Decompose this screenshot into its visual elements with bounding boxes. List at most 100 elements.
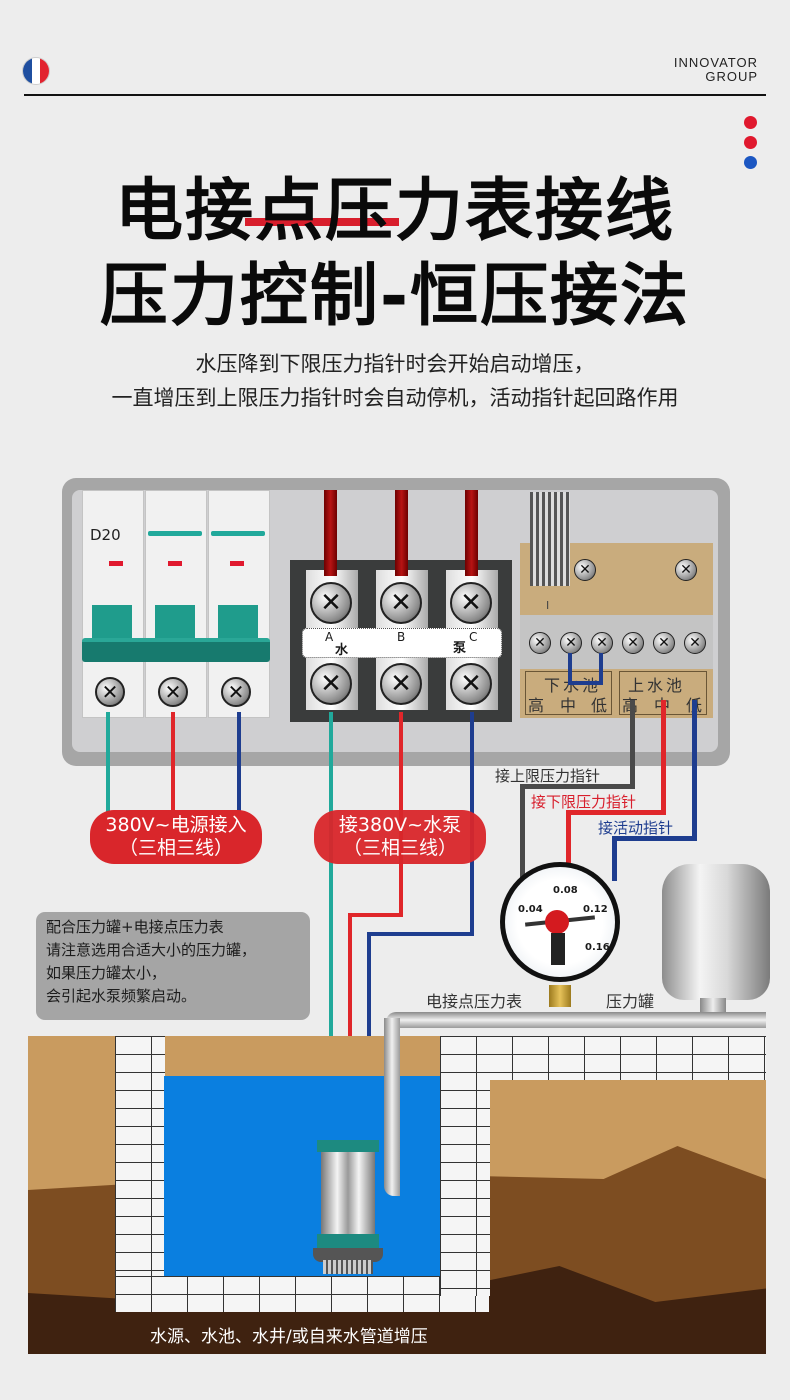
brand-line1: INNOVATOR: [673, 55, 758, 70]
red-dot-icon: [744, 116, 757, 129]
upper-pool-label: 上水池: [628, 676, 686, 695]
tank-label: 压力罐: [606, 992, 655, 1011]
terminal-label-c: C: [469, 630, 478, 644]
breaker-toggle[interactable]: [92, 605, 132, 640]
active-pointer-label: 接活动指针: [598, 819, 674, 837]
screw-icon: ✕: [158, 677, 188, 707]
title-accent-underline: [245, 218, 399, 226]
power-badge-line2: （三相三线）: [118, 837, 233, 859]
tank-fitting: [700, 998, 726, 1012]
wire-blue: [237, 712, 241, 812]
screw-icon: ✕: [591, 632, 613, 654]
pump-output-badge: 接380V~水泵 （三相三线）: [314, 810, 486, 864]
note-line: 配合压力罐+电接点压力表: [46, 918, 224, 936]
breaker-label-strip: [148, 531, 202, 536]
jumper-wire: [568, 681, 603, 685]
pump-wire-teal: [329, 712, 333, 1152]
subtitle-line2: 一直增压到上限压力指针时会自动停机，活动指针起回路作用: [111, 386, 679, 410]
screw-icon: ✕: [560, 632, 582, 654]
gauge-contact-plate: [551, 933, 565, 965]
note-line: 请注意选用合适大小的压力罐，: [46, 941, 257, 959]
jumper-wire: [568, 653, 572, 685]
gauge-tick: 0.12: [583, 904, 608, 915]
subtitle-line1: 水压降到下限压力指针时会开始启动增压，: [195, 352, 595, 376]
incoming-wire-b: [395, 490, 408, 576]
gauge-label: 电接点压力表: [426, 992, 523, 1011]
pump-body: [321, 1152, 375, 1234]
pressure-tank: [662, 864, 770, 1000]
screw-icon: ✕: [221, 677, 251, 707]
incoming-wire-a: [324, 490, 337, 576]
screw-icon: ✕: [574, 559, 596, 581]
jumper-wire: [599, 653, 603, 685]
pump-badge-line2: （三相三线）: [342, 837, 457, 859]
active-pointer-wire: [612, 836, 617, 881]
upper-limit-label: 接上限压力指针: [495, 767, 601, 785]
ribbon-cable: [530, 492, 570, 586]
lower-limit-wire: [661, 700, 666, 814]
brick-wall-top: [440, 1036, 766, 1080]
gauge-tick: 0.08: [553, 885, 578, 896]
screw-icon: ✕: [622, 632, 644, 654]
submersible-pump: [313, 1140, 383, 1274]
pressure-gauge: 0.08 0.04 0.12 0.16: [500, 862, 620, 982]
breaker-handle-bar[interactable]: [82, 638, 270, 662]
terminal-sublabel-c: 泵: [453, 641, 467, 656]
brick-wall-left: [115, 1036, 165, 1296]
brand-logo: INNOVATOR GROUP: [674, 56, 758, 84]
screw-icon: ✕: [450, 663, 492, 705]
terminal-label-b: B: [397, 630, 406, 644]
breaker-rating: D20: [90, 526, 121, 544]
power-badge-line1: 380V~电源接入: [105, 814, 247, 836]
screw-icon: ✕: [310, 663, 352, 705]
screw-icon: ✕: [684, 632, 706, 654]
breaker-label-strip: [211, 531, 265, 536]
controller-terminal-strip: [520, 615, 713, 669]
screw-icon: ✕: [95, 677, 125, 707]
terminal-block: ✕ ✕ ✕ A 水 B 泵 C ✕ ✕ ✕: [290, 560, 512, 722]
screw-icon: ✕: [529, 632, 551, 654]
incoming-wire-c: [465, 490, 478, 576]
screw-icon: ✕: [310, 582, 352, 624]
header-divider: [24, 94, 766, 96]
gauge-brass-fitting: [549, 985, 571, 1007]
lower-pool-label: 下水池: [544, 676, 602, 695]
page-title-line2: 压力控制-恒压接法: [99, 257, 691, 336]
water-pipe-horizontal: [386, 1012, 766, 1028]
wire-red: [171, 712, 175, 812]
breaker-toggle[interactable]: [155, 605, 195, 640]
lower-limit-label: 接下限压力指针: [531, 793, 637, 811]
breaker-indicator: [109, 561, 123, 566]
lower-limit-wire: [566, 810, 666, 815]
level-mid: 中: [560, 696, 577, 715]
terminal-label-strip: A 水 B 泵 C: [302, 628, 502, 658]
terminal-sublabel-a: 水: [335, 643, 349, 658]
water-pipe-vertical: [384, 1018, 400, 1196]
upper-limit-wire: [520, 784, 635, 789]
red-dot-icon: [744, 136, 757, 149]
scene-caption: 水源、水池、水井/或自来水管道增压: [150, 1327, 428, 1347]
screw-icon: ✕: [380, 582, 422, 624]
brick-floor: [115, 1276, 489, 1312]
level-high: 高: [528, 696, 545, 715]
gauge-adjust-knob[interactable]: [545, 910, 569, 934]
active-pointer-wire: [692, 700, 697, 840]
screw-icon: ✕: [380, 663, 422, 705]
upper-limit-wire: [630, 700, 635, 788]
pump-wire-red: [348, 913, 403, 917]
pump-wire-blue: [367, 932, 474, 936]
breaker-toggle[interactable]: [218, 605, 258, 640]
pcb-mark: I: [546, 599, 550, 612]
gauge-tick: 0.16: [585, 942, 610, 953]
active-pointer-wire: [612, 836, 697, 841]
breaker-indicator: [168, 561, 182, 566]
blue-dot-icon: [744, 156, 757, 169]
circuit-breaker: D20 ✕ ✕ ✕: [82, 490, 270, 718]
pump-intake-screen: [323, 1260, 373, 1274]
brand-line2: GROUP: [705, 69, 758, 84]
note-box: 配合压力罐+电接点压力表 请注意选用合适大小的压力罐， 如果压力罐太小， 会引起…: [36, 912, 310, 1020]
france-flag-icon: [23, 58, 49, 84]
gauge-face: 0.08 0.04 0.12 0.16: [505, 867, 615, 977]
breaker-indicator: [230, 561, 244, 566]
lower-limit-wire: [566, 810, 571, 870]
